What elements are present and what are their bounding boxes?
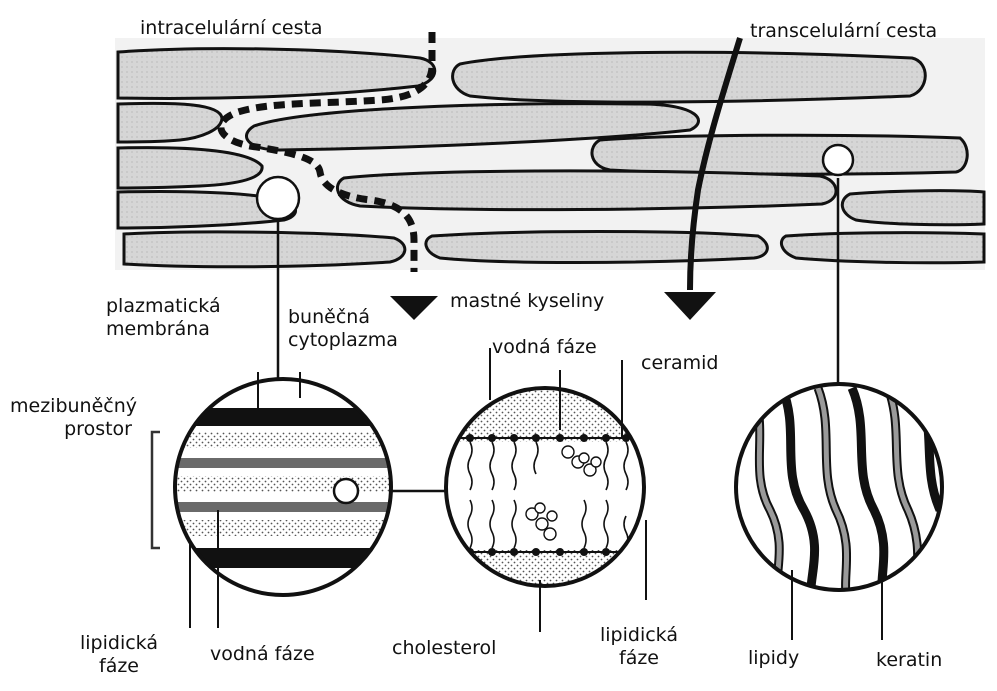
zoom-circle-bilayer <box>440 348 650 632</box>
corneocyte <box>842 191 984 225</box>
label-ceramide: ceramid <box>641 352 718 375</box>
label-transcellular-path: transcelulární cesta <box>750 20 937 43</box>
label-cholesterol: cholesterol <box>392 637 496 660</box>
label-plasma-membrane: plazmatická membrána <box>106 295 221 341</box>
label-fatty-acids: mastné kyseliny <box>450 290 604 313</box>
zoom-origin-left <box>257 177 299 219</box>
label-lipid-phase-right: lipidická fáze <box>584 624 694 670</box>
zoom-circle-intercellular <box>152 372 400 628</box>
corneocyte <box>781 233 984 263</box>
corneocyte <box>426 232 767 263</box>
corneocyte <box>592 135 967 174</box>
zoom-circle-keratin <box>730 380 950 640</box>
corneocyte <box>453 52 926 102</box>
label-intercellular-space: mezibuněčný prostor <box>10 395 132 441</box>
corneocyte <box>337 171 836 210</box>
label-cytoplasm: buněčná cytoplazma <box>288 306 398 352</box>
label-lipid-phase-left: lipidická fáze <box>66 632 172 678</box>
label-aqueous-phase-bottom: vodná fáze <box>210 643 315 666</box>
intercellular-bracket <box>152 432 160 548</box>
label-keratin: keratin <box>876 649 942 672</box>
corneocyte <box>124 232 405 267</box>
stratum-corneum <box>115 38 985 270</box>
label-lipids: lipidy <box>748 647 799 670</box>
transcellular-arrowhead <box>664 292 716 320</box>
label-aqueous-phase-top: vodná fáze <box>492 336 597 359</box>
label-intracellular-path: intracelulární cesta <box>140 17 323 40</box>
zoom-origin-right <box>823 145 853 175</box>
